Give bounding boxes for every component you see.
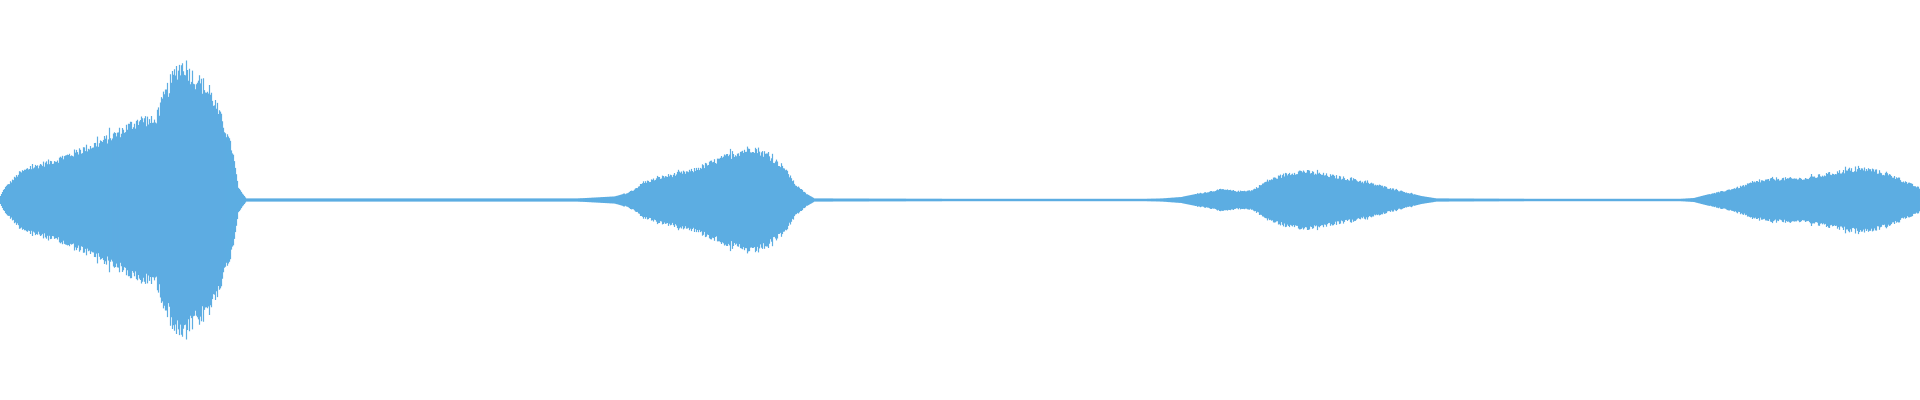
waveform-bars xyxy=(0,60,1920,340)
